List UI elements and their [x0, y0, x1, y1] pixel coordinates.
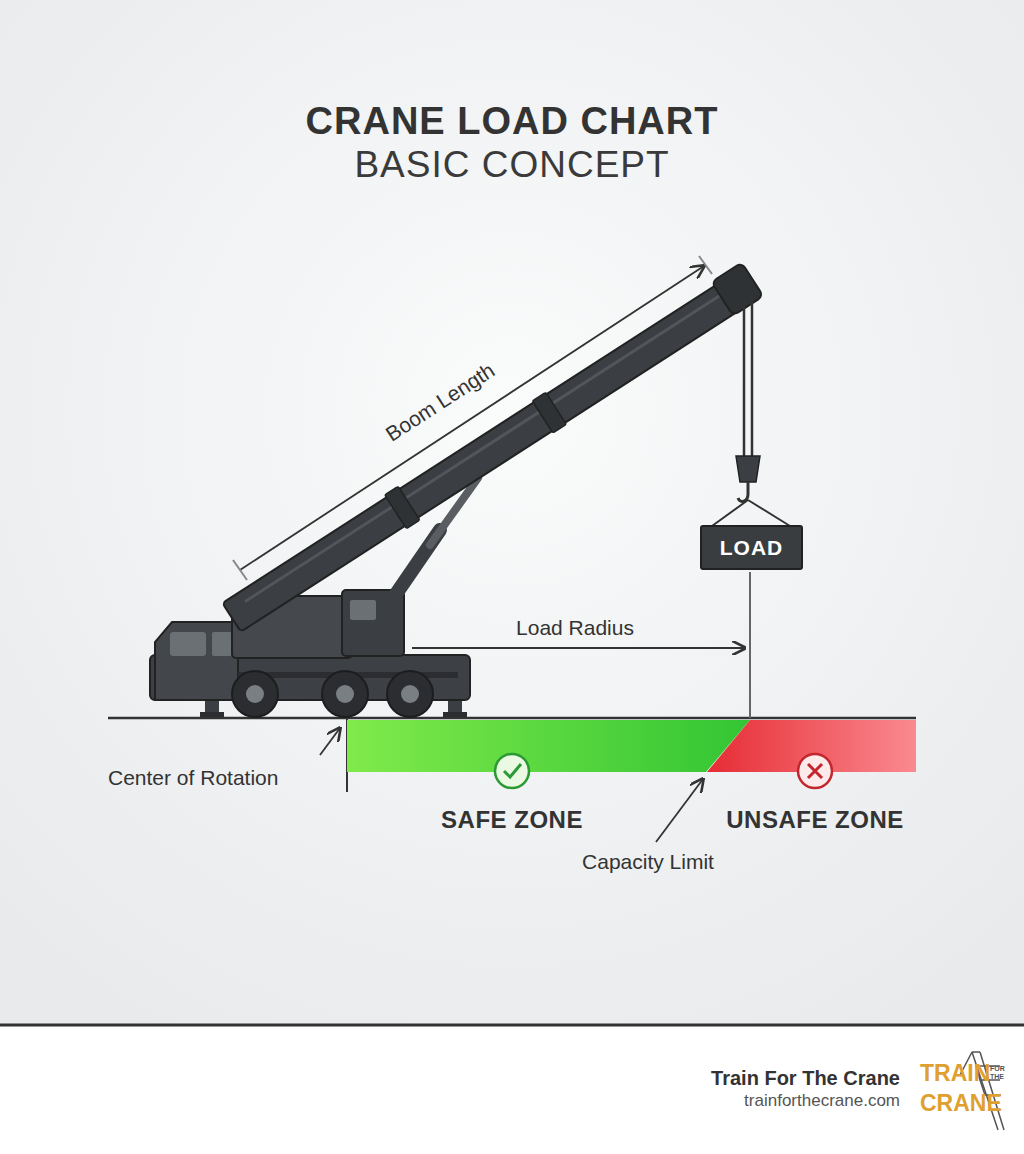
dimension-label: Load Radius [516, 615, 634, 640]
ground-line [108, 717, 916, 720]
dimension-label: Load Radius [516, 615, 634, 640]
leader-arrow [320, 728, 340, 755]
load-label: LOAD [720, 536, 784, 560]
cross-icon [808, 764, 822, 778]
unsafe-zone-band: UNSAFE ZONE [707, 720, 916, 850]
diagram-title: CRANE LOAD CHART [0, 100, 1024, 143]
logo-text: CRANE [920, 1090, 1002, 1118]
load-radius-arrow [412, 647, 745, 649]
dimension-label: Boom Length [381, 357, 499, 446]
logo-text: TRAIN [920, 1060, 990, 1088]
logo-text: FOR THE [990, 1065, 1006, 1080]
logo-text: CRANE [920, 1090, 1002, 1118]
brand-name: Train For The Crane [711, 1066, 900, 1090]
check-icon [495, 754, 529, 788]
crane-truck [150, 590, 470, 717]
load-box: LOAD [700, 525, 803, 570]
leader-arrow [656, 779, 703, 842]
callout-label: Capacity Limit [582, 849, 714, 874]
logo-text: TRAIN [920, 1060, 990, 1088]
brand-name: Train For The Crane [711, 1066, 900, 1090]
background [0, 0, 1024, 1025]
boom-length-dimension [233, 256, 712, 580]
logo-text: FOR THE [990, 1065, 1006, 1080]
zone-label: SAFE ZONE [441, 806, 583, 834]
footer-panel [0, 1025, 1024, 1154]
radius-drop-line [749, 572, 751, 718]
callout-label: Capacity Limit [582, 849, 714, 874]
zone-label: UNSAFE ZONE [726, 806, 904, 834]
subtitle: BASIC CONCEPT [354, 143, 669, 187]
cross-icon [798, 754, 832, 788]
callout-label: Center of Rotation [108, 765, 278, 790]
crane-boom [220, 263, 765, 635]
safe-zone-band: SAFE ZONE [347, 720, 750, 850]
subtitle: BASIC CONCEPT [354, 143, 669, 187]
hoist-rigging [712, 300, 790, 526]
callout-label: Center of Rotation [108, 765, 278, 790]
footer-rule [0, 1024, 1024, 1027]
check-icon [504, 764, 521, 777]
brand-url: trainforthecrane.com [744, 1091, 900, 1111]
brand-url: trainforthecrane.com [744, 1091, 900, 1111]
dimension-label: Boom Length [381, 357, 499, 446]
title-block: CRANE LOAD CHART [0, 100, 1024, 143]
